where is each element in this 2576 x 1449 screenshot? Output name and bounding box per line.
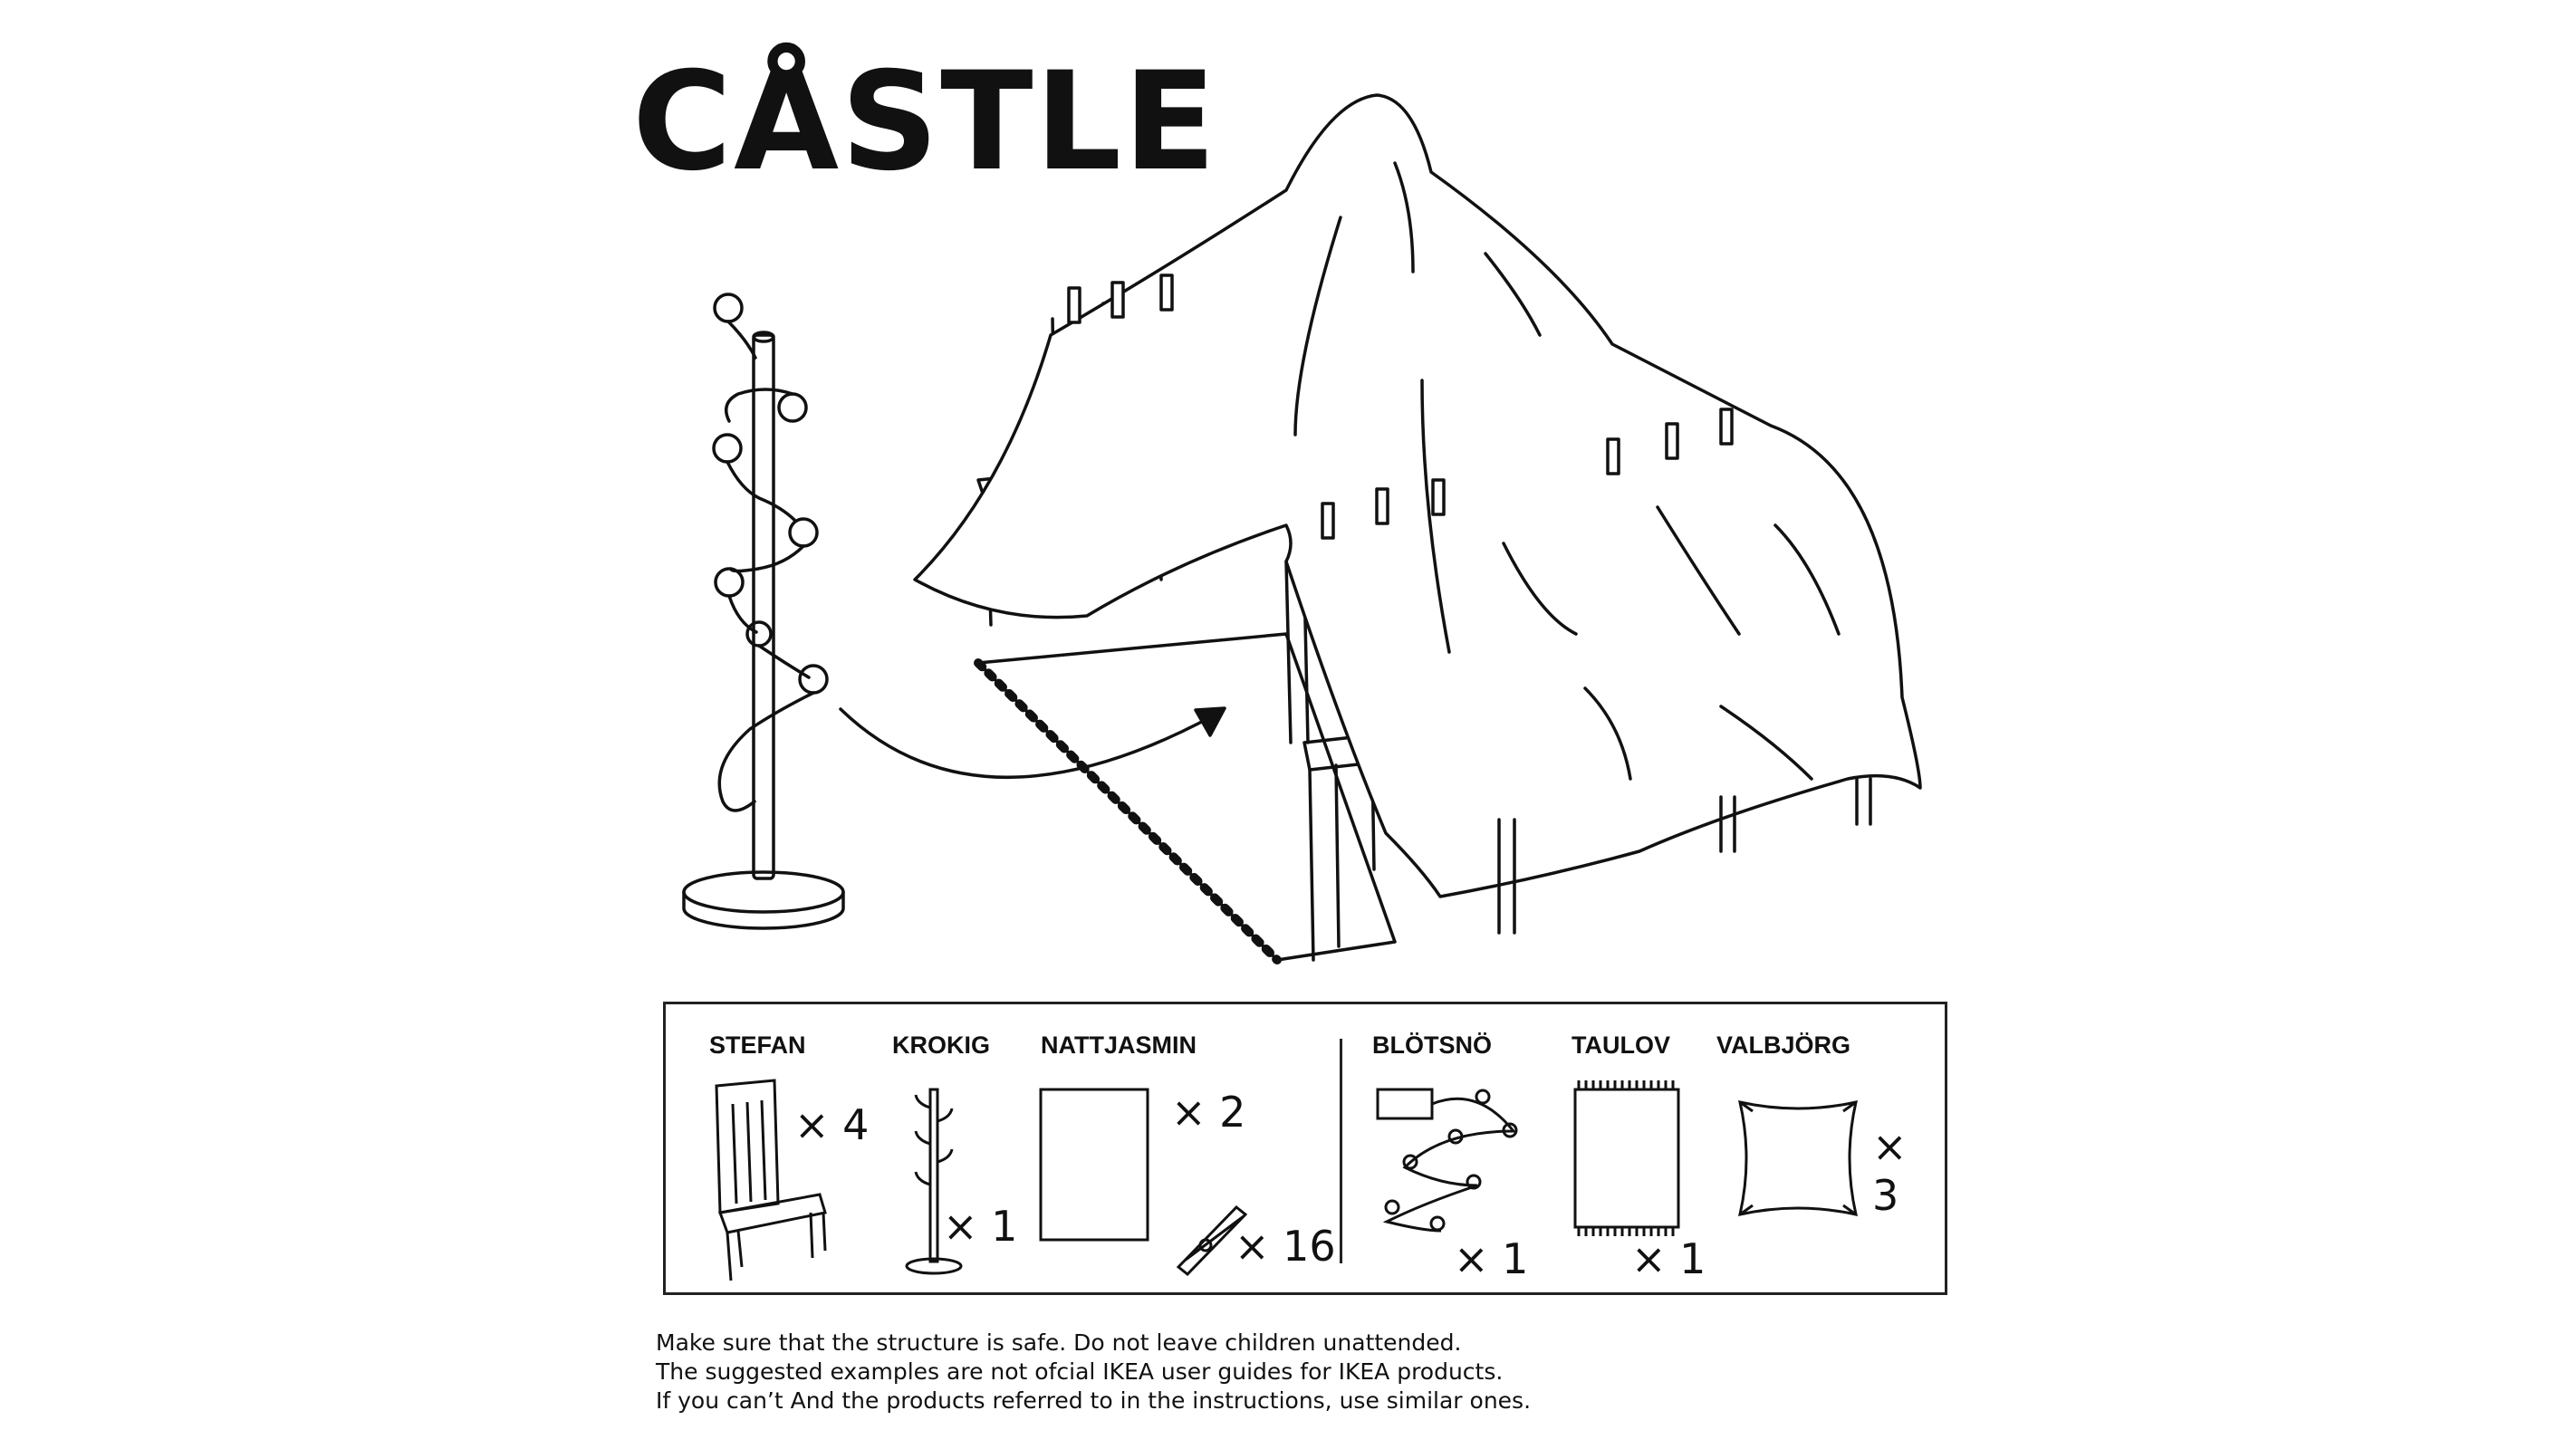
sheet-icon xyxy=(1039,1088,1149,1242)
rug xyxy=(974,632,1397,964)
note-disclaimer: The suggested examples are not ofcial IK… xyxy=(656,1358,1504,1385)
note-substitutes: If you can’t And the products referred t… xyxy=(656,1387,1532,1414)
clothespins xyxy=(1067,273,1734,540)
part-name-nattjasmin: NATTJASMIN xyxy=(1041,1032,1197,1059)
page-title: CÅSTLE xyxy=(632,43,1218,201)
coat-stand-icon xyxy=(905,1088,963,1275)
qty-clothespins: × 16 xyxy=(1235,1222,1336,1271)
part-name-stefan: STEFAN xyxy=(709,1032,806,1059)
chair-icon xyxy=(715,1079,827,1281)
clothespin-icon xyxy=(1176,1204,1248,1277)
qty-nattjasmin: × 2 xyxy=(1171,1088,1246,1137)
part-name-taulov: TAULOV xyxy=(1572,1032,1670,1059)
light-bulb-icon xyxy=(712,293,829,695)
arrow xyxy=(839,707,1216,779)
divider xyxy=(1340,1039,1342,1263)
parts-list: STEFAN KROKIG NATTJASMIN BLÖTSNÖ TAULOV … xyxy=(663,1002,1947,1295)
string-lights-icon xyxy=(1376,1088,1518,1233)
coat-stand-with-lights xyxy=(682,293,845,930)
qty-taulov: × 1 xyxy=(1631,1234,1706,1283)
qty-krokig: × 1 xyxy=(943,1202,1018,1251)
qty-stefan: × 4 xyxy=(794,1100,870,1149)
part-name-blotsno: BLÖTSNÖ xyxy=(1372,1032,1492,1059)
qty-valbjorg: × 3 xyxy=(1872,1122,1908,1220)
part-name-krokig: KROKIG xyxy=(892,1032,990,1059)
note-safety: Make sure that the structure is safe. Do… xyxy=(656,1329,1462,1356)
part-name-valbjorg: VALBJÖRG xyxy=(1716,1032,1851,1059)
qty-blotsno: × 1 xyxy=(1454,1234,1529,1283)
sheet-tent xyxy=(913,93,1922,935)
fort-illustration xyxy=(682,93,1922,964)
rug-icon xyxy=(1573,1080,1680,1236)
pillow-icon xyxy=(1738,1100,1858,1216)
